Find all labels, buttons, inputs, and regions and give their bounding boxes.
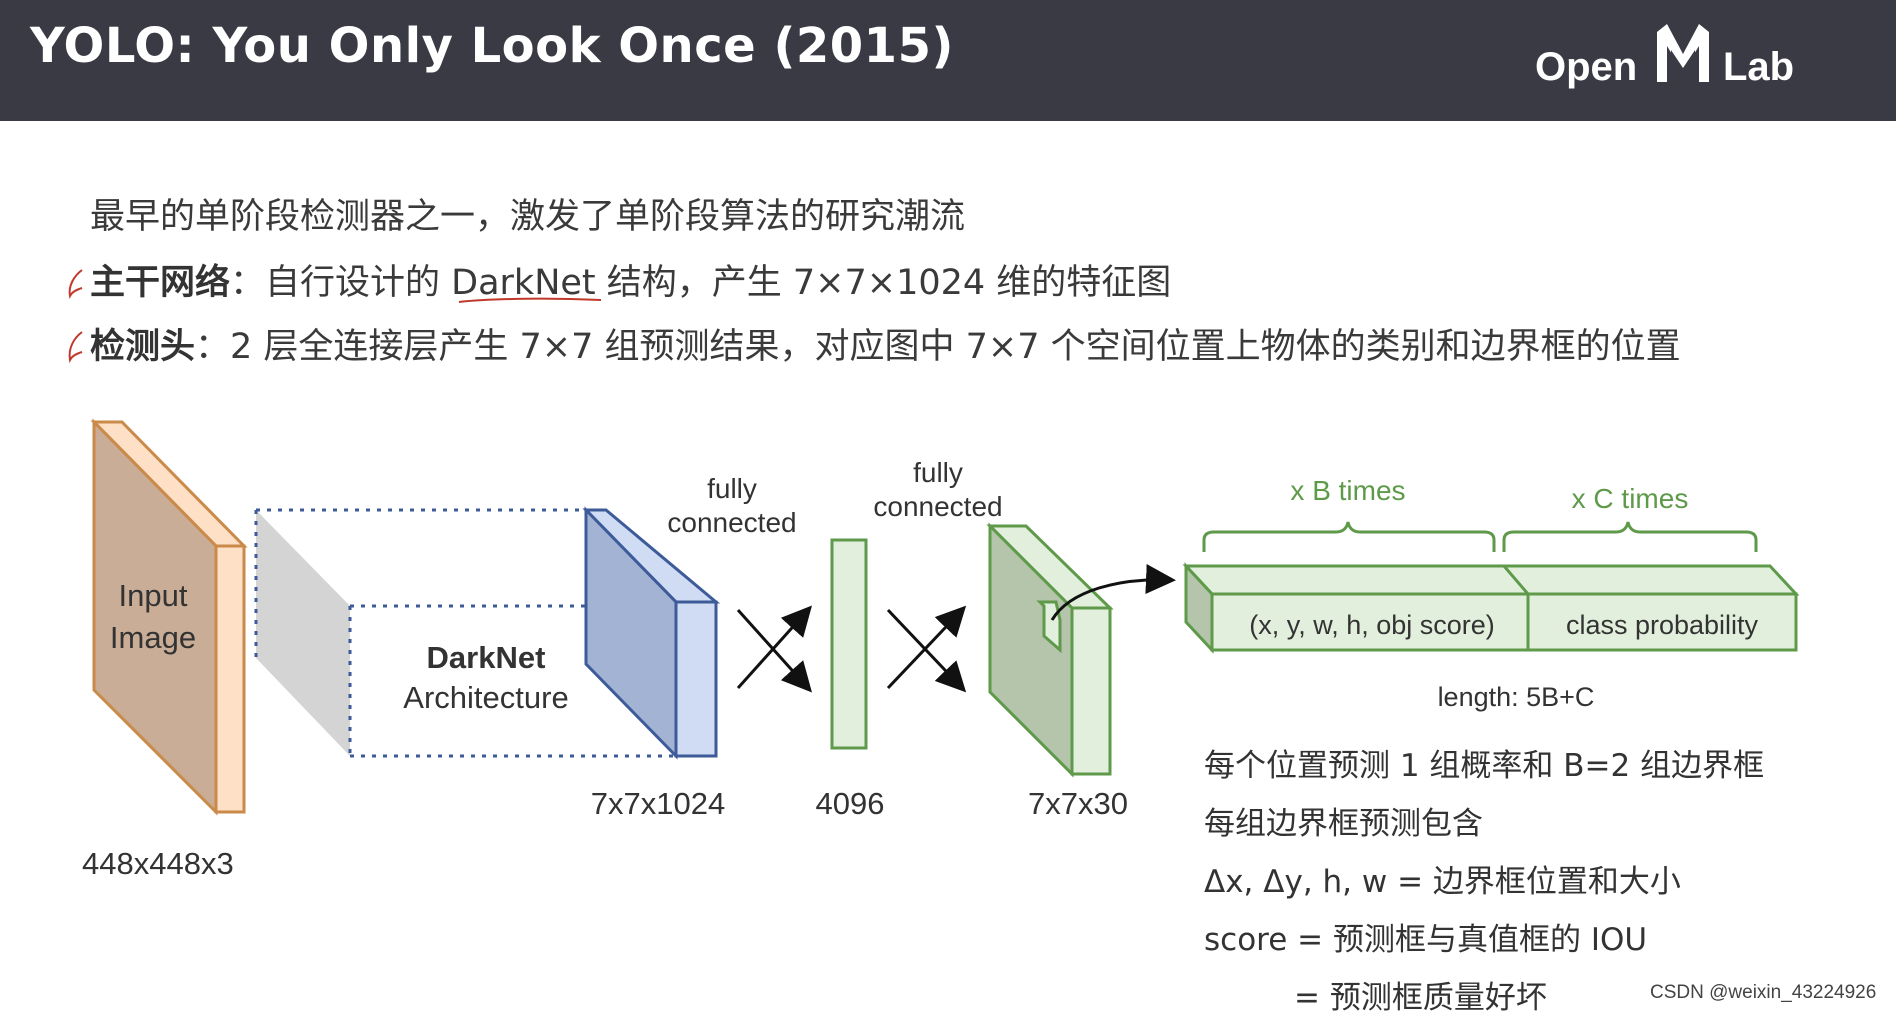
openmmlab-logo: Open Lab	[1535, 24, 1794, 92]
output-tensor-block	[986, 522, 1114, 778]
fc1-label-1: fully	[707, 473, 757, 504]
bullet-backbone-text: ：自行设计的 DarkNet 结构，产生 7×7×1024 维的特征图	[230, 263, 1172, 303]
note-line-5: = 预测框质量好坏	[1294, 980, 1547, 1016]
braces	[1202, 521, 1758, 552]
fc2-label-2: connected	[873, 491, 1002, 522]
fc2-arrows	[886, 605, 967, 693]
darknet-label-2: Architecture	[403, 680, 568, 715]
note-line-4: score = 预测框与真值框的 IOU	[1204, 922, 1648, 958]
bullet-head: 检测头：2 层全连接层产生 7×7 组预测结果，对应图中 7×7 个空间位置上物…	[90, 318, 1681, 369]
csdn-watermark: CSDN @weixin_43224926	[1650, 982, 1877, 1003]
feature-size-label: 7x7x1024	[591, 786, 725, 821]
bullet-backbone-label: 主干网络	[90, 263, 231, 303]
note-line-3: Δx, Δy, h, w = 边界框位置和大小	[1204, 864, 1681, 900]
fc-vector-block	[830, 538, 868, 750]
input-label-2: Image	[110, 620, 196, 655]
bullet-head-text: ：2 层全连接层产生 7×7 组预测结果，对应图中 7×7 个空间位置上物体的类…	[195, 327, 1681, 367]
note-line-1: 每个位置预测 1 组概率和 B=2 组边界框	[1204, 748, 1765, 784]
darknet-frustum	[254, 508, 676, 758]
length-label: length: 5B+C	[1438, 682, 1595, 712]
input-label-1: Input	[119, 578, 188, 613]
header-bar: YOLO: You Only Look Once (2015) Open Lab	[0, 0, 1896, 121]
class-segment-label: class probability	[1566, 610, 1759, 640]
fc-size-label: 4096	[816, 786, 885, 821]
darknet-underline	[458, 297, 602, 303]
expand-arrow	[1050, 564, 1176, 621]
output-vector-bar	[1182, 562, 1800, 654]
fc1-arrows	[736, 605, 813, 693]
darknet-label-1: DarkNet	[427, 640, 546, 675]
projection-plane	[256, 510, 350, 756]
svg-text:Lab: Lab	[1723, 45, 1794, 89]
annotation-check-marks	[68, 269, 83, 364]
bullet-backbone: 主干网络：自行设计的 DarkNet 结构，产生 7×7×1024 维的特征图	[90, 254, 1171, 305]
c-times-label: x C times	[1572, 483, 1689, 514]
slide-title: YOLO: You Only Look Once (2015)	[30, 18, 954, 74]
bullet-intro: 最早的单阶段检测器之一，激发了单阶段算法的研究潮流	[90, 197, 966, 237]
feature-map-block	[582, 506, 721, 760]
fc2-label-1: fully	[913, 457, 963, 488]
b-times-label: x B times	[1290, 475, 1405, 506]
svg-text:Open: Open	[1535, 45, 1637, 89]
bullet-head-label: 检测头	[90, 327, 196, 367]
input-size-label: 448x448x3	[82, 846, 234, 881]
fc1-label-2: connected	[667, 507, 796, 538]
output-size-label: 7x7x30	[1028, 786, 1128, 821]
box-segment-label: (x, y, w, h, obj score)	[1249, 610, 1495, 640]
note-line-2: 每组边界框预测包含	[1204, 806, 1483, 842]
input-image-block: Input Image	[90, 418, 248, 816]
